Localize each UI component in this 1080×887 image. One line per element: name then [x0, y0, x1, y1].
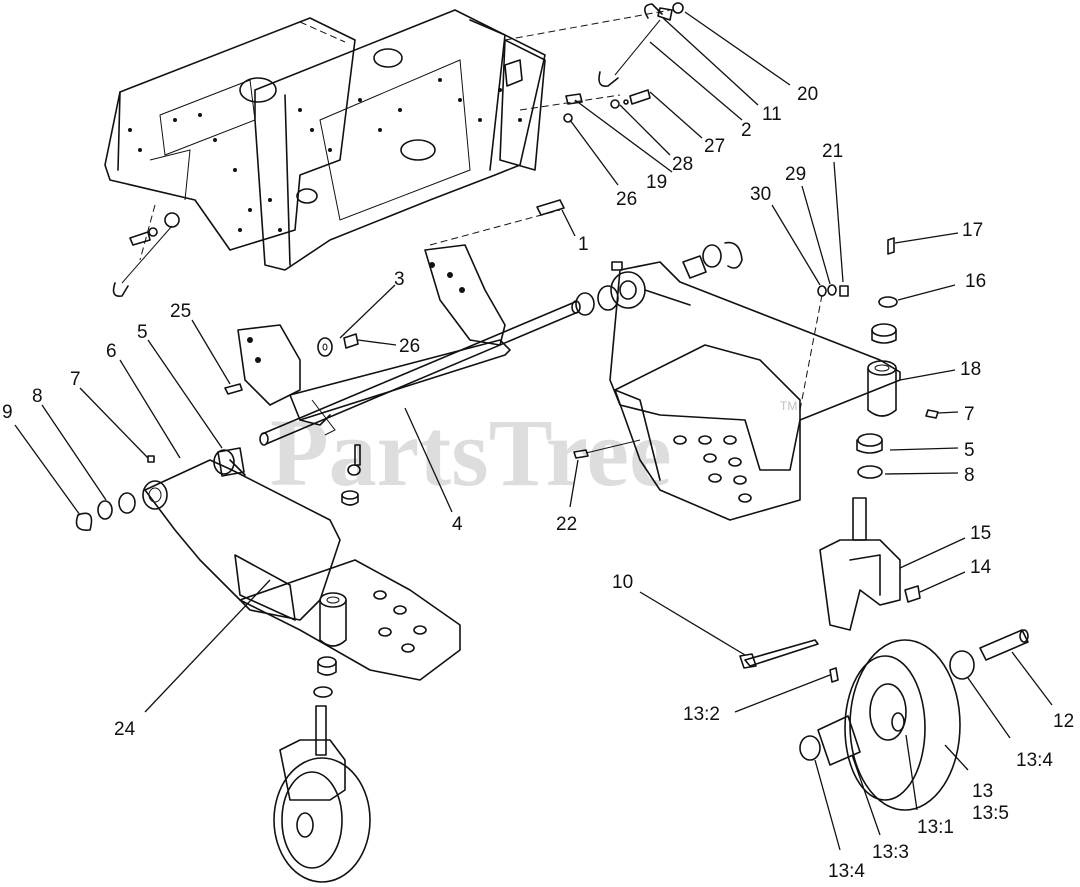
callout-16: 16	[965, 271, 986, 292]
watermark: PartsTree	[270, 399, 672, 506]
callout-19: 19	[646, 172, 667, 193]
callout-17: 17	[962, 220, 983, 241]
right-caster-arm	[573, 237, 939, 521]
callout-26-top: 26	[616, 189, 637, 210]
callout-13-2: 13:2	[683, 704, 720, 725]
callout-30: 30	[750, 184, 771, 205]
callout-25: 25	[170, 301, 191, 322]
watermark-trademark: TM	[780, 399, 797, 413]
callout-18: 18	[960, 359, 981, 380]
callout-3: 3	[394, 269, 405, 290]
callout-10: 10	[612, 572, 633, 593]
callout-24: 24	[114, 719, 136, 740]
callout-6: 6	[106, 341, 117, 362]
callout-14: 14	[970, 557, 992, 578]
callout-11: 11	[762, 104, 782, 125]
callout-21: 21	[822, 141, 843, 162]
callout-13-5: 13:5	[972, 803, 1009, 824]
callout-4: 4	[452, 514, 463, 535]
callout-13: 13	[972, 781, 993, 802]
axle-hardware	[224, 333, 359, 395]
callout-12: 12	[1053, 711, 1074, 732]
right-caster-wheel	[739, 497, 1029, 811]
callout-13-1: 13:1	[917, 817, 954, 838]
callout-29: 29	[785, 164, 806, 185]
callout-28: 28	[672, 154, 693, 175]
callout-13-3: 13:3	[872, 842, 909, 863]
callout-26-mid: 26	[399, 336, 420, 357]
callout-2: 2	[741, 120, 752, 141]
callout-5-left: 5	[137, 322, 148, 343]
callout-13-4-right: 13:4	[1016, 750, 1053, 771]
frame-assembly	[104, 9, 671, 298]
callout-27: 27	[704, 136, 725, 157]
left-caster-arm	[75, 444, 461, 698]
left-caster-wheel	[273, 705, 371, 883]
callout-22: 22	[556, 514, 577, 535]
axle-and-bracket	[237, 244, 581, 446]
callout-7-right: 7	[964, 404, 975, 425]
callout-13-4-bottom: 13:4	[828, 861, 865, 882]
callout-7-left: 7	[70, 369, 81, 390]
callout-8-right: 8	[964, 465, 975, 486]
pin-1	[536, 199, 565, 216]
callout-1: 1	[578, 234, 589, 255]
callout-9: 9	[2, 402, 13, 423]
callout-20: 20	[797, 84, 818, 105]
callout-labels: 20 11 2 27 28 19 26 1 30 29 21 17 16 18 …	[2, 84, 1074, 882]
callout-5-right: 5	[964, 440, 975, 461]
leader-lines	[14, 11, 1053, 851]
callout-15: 15	[970, 523, 991, 544]
callout-8-left: 8	[32, 386, 43, 407]
clevis-pin-hardware	[563, 2, 684, 123]
